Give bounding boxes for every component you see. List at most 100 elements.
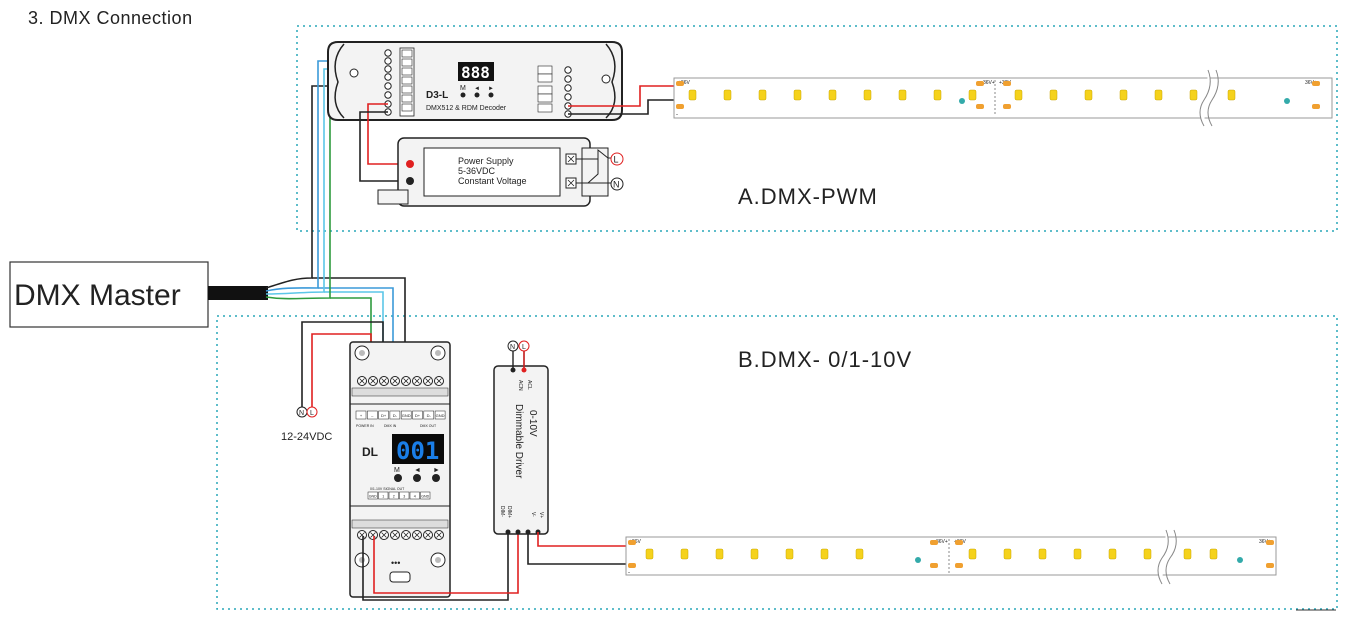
led-chip (1154, 89, 1163, 101)
dl-bottom-terminal-label-box (399, 491, 410, 500)
dl-supply-label: 12-24VDC (281, 431, 332, 443)
dl-bottom-terminal-label-box (420, 491, 431, 500)
dimmable-driver: N L ACN ACL 0-10V Dimmable Driver DIM+ D… (493, 340, 549, 535)
dmx-master-label: DMX Master (14, 279, 181, 312)
led-chip (750, 548, 759, 560)
decoder-button[interactable] (488, 92, 494, 98)
led-chip (1038, 548, 1047, 560)
dl-bottom-terminal-label-box (367, 491, 378, 500)
dl-top-terminal-label: – (371, 413, 374, 418)
dl-bottom-terminal-screw (392, 532, 398, 538)
power-supply: Power Supply 5-36VDC Constant Voltage L … (377, 137, 624, 207)
dl-display-bg (392, 434, 444, 464)
dl-bottom-terminal-screw (436, 532, 442, 538)
resistor (1284, 98, 1290, 104)
dl-top-terminal-label: GND (402, 413, 411, 418)
solder-pad (1003, 104, 1011, 109)
driver-dim-plus: DIM+ (506, 506, 512, 518)
psu-line1: Power Supply (458, 156, 514, 166)
dl-bottom-terminal-label: 2 (393, 495, 395, 499)
solder-pad (955, 563, 963, 568)
solder-pad (1266, 540, 1274, 545)
dl-button-left[interactable] (413, 474, 421, 482)
dl-top-terminal-label: D+ (381, 413, 387, 418)
wire-green-a (265, 52, 388, 300)
psu-line2: 5-36VDC (458, 166, 496, 176)
led-chip (645, 548, 654, 560)
led-chip (1003, 548, 1012, 560)
decoder-d3l: 888 M ◄ ► D3-L DMX512 & RDM Decoder (327, 41, 623, 121)
led-chip (1209, 548, 1218, 560)
dl-top-terminal-label-box (367, 410, 378, 420)
led-chip (785, 548, 794, 560)
dl-bottom-terminal-label-box (378, 491, 389, 500)
led-chip (1119, 89, 1128, 101)
led-chip (863, 89, 872, 101)
dl-top-terminal-label-box (400, 410, 412, 420)
solder-pad (955, 540, 963, 545)
solder-pad (676, 81, 684, 86)
dl-bottom-terminal-label: 3 (403, 495, 405, 499)
dl-supply-n: N (299, 410, 304, 417)
led-chip (820, 548, 829, 560)
solder-pad (930, 563, 938, 568)
led-chip (968, 89, 977, 101)
dl-top-terminal-screw (392, 378, 398, 384)
decoder-model: D3-L (426, 90, 448, 101)
dl-dots: ••• (391, 558, 400, 568)
dl-button-right[interactable] (432, 474, 440, 482)
dl-top-terminal-screw (359, 378, 365, 384)
resistor (915, 557, 921, 563)
dl-top-terminal-label-box (412, 410, 423, 420)
dl-bottom-terminal-screw (403, 532, 409, 538)
dl-top-terminal-screw (403, 378, 409, 384)
led-chip (680, 548, 689, 560)
dl-top-terminal-screw (436, 378, 442, 384)
solder-pad (676, 104, 684, 109)
decoder-btn-m: M (460, 85, 466, 92)
led-chip (898, 89, 907, 101)
dl-top-terminal-label: + (360, 413, 363, 418)
dl-top-terminal-screw (425, 378, 431, 384)
dl-bottom-terminal-label-box (409, 491, 420, 500)
dl-bottom-terminal-label: 1 (382, 495, 384, 499)
psu-minus-terminal (406, 177, 414, 185)
driver-terminal-n: N (510, 344, 515, 351)
dl-dmx-out: DMX OUT (420, 424, 437, 428)
psu-terminal-n: N (613, 180, 620, 190)
decoder-power-wires (359, 85, 678, 182)
dl-top-terminal-label-box (434, 410, 446, 420)
dl-bottom-terminal-screw (414, 532, 420, 538)
decoder-btn-left: ◄ (474, 86, 480, 92)
solder-pad (1266, 563, 1274, 568)
strip-b-minus: - (628, 570, 630, 576)
dl-button-m[interactable] (394, 474, 402, 482)
decoder-button[interactable] (474, 92, 480, 98)
driver-v-plus: V+ (538, 512, 544, 518)
solder-pad (1312, 81, 1320, 86)
dl-bottom-terminal-screw (381, 532, 387, 538)
dl-dmx-in: DMX IN (384, 424, 397, 428)
dl-bottom-terminal-label: GND (369, 495, 377, 499)
led-chip (1108, 548, 1117, 560)
dl-bottom-terminal-label: GND (421, 495, 429, 499)
dl-top-terminal-label: GND (436, 413, 445, 418)
dl-top-terminal-screw (414, 378, 420, 384)
dl-top-terminal-label: D+ (415, 413, 421, 418)
solder-pad (930, 540, 938, 545)
driver-v-minus: V- (530, 512, 536, 517)
led-chip (715, 548, 724, 560)
section-b-label: B.DMX- 0/1-10V (738, 347, 912, 372)
led-chip (1073, 548, 1082, 560)
solder-pad (628, 540, 636, 545)
led-chip (968, 548, 977, 560)
decoder-button[interactable] (460, 92, 466, 98)
led-chip (1183, 548, 1192, 560)
solder-pad (1312, 104, 1320, 109)
led-chip (828, 89, 837, 101)
led-chip (1084, 89, 1093, 101)
driver-line2: Dimmable Driver (513, 404, 524, 479)
driver-acn: ACN (517, 380, 523, 391)
driver-dim-minus: DIM- (499, 506, 505, 517)
led-chip (688, 89, 697, 101)
